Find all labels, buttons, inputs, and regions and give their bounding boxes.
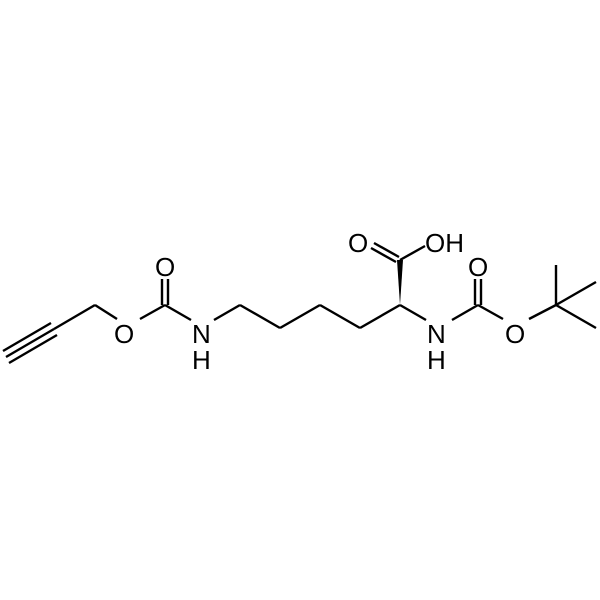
atom-n-left: N	[192, 319, 211, 349]
bond-carboxyl-oh	[399, 244, 426, 262]
atom-o-acid-carbonyl: O	[348, 228, 368, 258]
atom-n-right: N	[427, 319, 446, 349]
bond-boc-c-ester-o	[477, 303, 504, 321]
atom-h-left: H	[192, 345, 211, 375]
bond-chain-2-3	[279, 303, 321, 330]
atom-o-ester-right: O	[505, 319, 525, 349]
bond-chain-4-alpha	[359, 303, 401, 330]
bond-alpha-carboxyl-wedge	[397, 260, 403, 305]
atom-oh-acid: OH	[425, 228, 464, 258]
bond-ch2-ester-o-left	[94, 303, 118, 321]
bond-carbonyl-right-double	[473, 279, 483, 305]
atom-o-carbonyl-right: O	[468, 252, 488, 282]
bond-alpha-n-right	[399, 303, 427, 322]
bond-carbamate-c-n-left	[164, 303, 192, 322]
bond-chain-3-4	[319, 303, 361, 330]
bond-n-boc-c	[451, 303, 479, 322]
atom-o-carbonyl-left: O	[155, 252, 175, 282]
bond-carbonyl-left-double	[160, 279, 170, 305]
bond-ester-o-tbu	[528, 303, 557, 321]
bond-alkyne-ch2	[53, 303, 96, 331]
bond-ester-o-carbamate-c-left	[139, 303, 166, 321]
alkyne-triple-bond	[2, 321, 58, 365]
tert-butyl-group	[554, 265, 597, 330]
bond-chain-1-2	[239, 303, 281, 330]
bond-acid-carbonyl-double	[370, 241, 400, 264]
atom-h-right: H	[427, 345, 446, 375]
bond-n-chain-1	[213, 303, 241, 322]
atom-o-ester-left: O	[114, 319, 134, 349]
